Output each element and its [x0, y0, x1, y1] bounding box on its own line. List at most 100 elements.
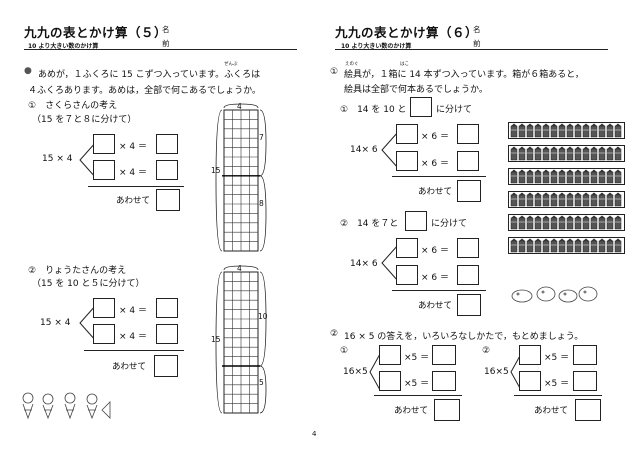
q1-marker: ① — [330, 67, 339, 77]
crayon-box — [508, 191, 625, 208]
p1-input-1[interactable] — [396, 124, 418, 144]
part2-label: ② りょうたさんの考え — [28, 266, 127, 276]
q2-text: 16 × 5 の答えを，いろいろなしかたで，もとめましょう。 — [344, 332, 584, 342]
part1-row1-op: × 4 ＝ — [119, 142, 147, 152]
right-title-underline — [335, 49, 477, 50]
part1-row2-op: × 4 ＝ — [119, 168, 147, 178]
q2a-row1-op: ×5 ＝ — [404, 353, 430, 363]
crayon-box — [508, 145, 625, 162]
q2b-number: ② — [482, 346, 491, 356]
q2b-row1-op: ×5 ＝ — [544, 353, 570, 363]
problem-bullet-icon: ● — [24, 66, 32, 76]
p2-answer-1[interactable] — [457, 238, 479, 258]
q2a-bracket — [369, 353, 381, 391]
q2b-sum-line — [514, 395, 602, 396]
p2-total-label: あわせて — [418, 301, 453, 311]
p2-input-1[interactable] — [396, 238, 418, 258]
part2-answer-2[interactable] — [156, 324, 178, 344]
p2-answer-2[interactable] — [457, 265, 479, 285]
part1-answer-1[interactable] — [156, 134, 178, 154]
p1-total-label: あわせて — [418, 187, 453, 197]
p2-bracket — [381, 244, 399, 282]
q2a-number: ① — [340, 346, 349, 356]
part2-answer-1[interactable] — [156, 298, 178, 318]
part2-input-2[interactable] — [93, 324, 115, 344]
left-problem-line2: ４ふくろあります。あめは，全部で何こあるでしょうか。 — [28, 86, 261, 96]
crayon-box — [508, 168, 625, 185]
left-problem-line1: あめが，１ふくろに 15 こずつ入っています。ふくろは — [38, 70, 261, 80]
left-subtitle: 10 より大きい数のかけ算 — [28, 43, 99, 50]
left-title: 九九の表とかけ算（５） — [24, 25, 168, 40]
q2b-expr: 16×5 — [484, 367, 509, 377]
p1-split-input[interactable] — [410, 97, 432, 117]
q2a-input-2[interactable] — [379, 371, 401, 391]
part1-total-answer[interactable] — [156, 189, 180, 211]
part2-expr: 15 × 4 — [40, 318, 71, 328]
part1-label: ① さくらさんの考え — [28, 101, 118, 111]
dot-array-figure-1 — [215, 103, 267, 252]
q1-line2: 絵具は全部で何本あるでしょうか。 — [344, 85, 488, 95]
q2a-input-1[interactable] — [379, 345, 401, 365]
p1-expr: 14× 6 — [350, 145, 378, 155]
q2b-input-1[interactable] — [519, 345, 541, 365]
dot-array-figure-2 — [215, 265, 267, 414]
fig1-right-label2: 8 — [259, 199, 264, 208]
p2-split-input[interactable] — [405, 211, 427, 231]
animals-illustration — [511, 286, 598, 303]
page-number: 4 — [312, 430, 317, 438]
p2-label-end: に分けて — [431, 219, 468, 229]
q2a-row2-op: ×5 ＝ — [404, 379, 430, 389]
right-subtitle: 10 より大きい数のかけ算 — [341, 43, 412, 50]
q2-marker: ② — [330, 329, 339, 339]
part2-hint: （15 を 10 と５に分けて） — [32, 279, 145, 289]
left-name-label: 名 — [162, 25, 170, 34]
q2a-sum-line — [374, 395, 462, 396]
q2a-answer-1[interactable] — [432, 345, 456, 365]
p2-sum-line — [392, 290, 486, 291]
part1-bracket — [79, 141, 97, 179]
q2b-input-2[interactable] — [519, 371, 541, 391]
part1-answer-2[interactable] — [156, 160, 178, 180]
p2-total-answer[interactable] — [457, 294, 481, 316]
p1-label: ① 14 を 10 と — [340, 105, 407, 115]
right-name-line — [473, 49, 608, 50]
q1-line1: 絵具が，１箱に 14 本ずつ入っています。箱が６箱あると， — [344, 70, 584, 80]
part2-sum-line — [84, 350, 184, 351]
q2b-row2-op: ×5 ＝ — [544, 379, 570, 389]
ruby-enogu: えのぐ — [345, 62, 359, 67]
crayon-box — [508, 122, 625, 139]
q2b-total-label: あわせて — [534, 406, 569, 416]
part2-input-1[interactable] — [93, 298, 115, 318]
ruby-hako: はこ — [400, 62, 409, 67]
p1-answer-2[interactable] — [457, 151, 479, 171]
q2b-total-answer[interactable] — [575, 399, 601, 421]
part2-total-answer[interactable] — [154, 355, 178, 377]
p1-total-answer[interactable] — [457, 180, 481, 202]
p2-row1-op: × 6 ＝ — [421, 246, 449, 256]
fig2-right-label2: 5 — [259, 378, 264, 387]
q2a-total-answer[interactable] — [434, 399, 460, 421]
q2b-answer-2[interactable] — [573, 371, 597, 391]
p1-answer-1[interactable] — [457, 124, 479, 144]
p1-input-2[interactable] — [396, 151, 418, 171]
ruby-zenbu: ぜんぶ — [224, 62, 238, 67]
p2-input-2[interactable] — [396, 265, 418, 285]
p1-bracket — [381, 131, 399, 169]
part1-sum-line — [88, 186, 184, 187]
part2-total-label: あわせて — [112, 362, 147, 372]
left-name-line — [162, 49, 297, 50]
right-name-label: 名 — [473, 25, 481, 34]
p2-label: ② 14 を７と — [340, 219, 399, 229]
children-illustration — [22, 392, 111, 420]
part2-row1-op: × 4 ＝ — [119, 306, 147, 316]
p1-row1-op: × 6 ＝ — [421, 132, 449, 142]
q2a-answer-2[interactable] — [432, 371, 456, 391]
q2b-answer-1[interactable] — [573, 345, 597, 365]
part1-hint: （15 を７と８に分けて） — [32, 115, 137, 125]
part1-expr: 15 × 4 — [42, 154, 73, 164]
crayon-box — [508, 214, 625, 231]
q2a-total-label: あわせて — [394, 406, 429, 416]
part1-input-2[interactable] — [93, 160, 115, 180]
part1-input-1[interactable] — [93, 134, 115, 154]
p2-row2-op: × 6 ＝ — [421, 273, 449, 283]
